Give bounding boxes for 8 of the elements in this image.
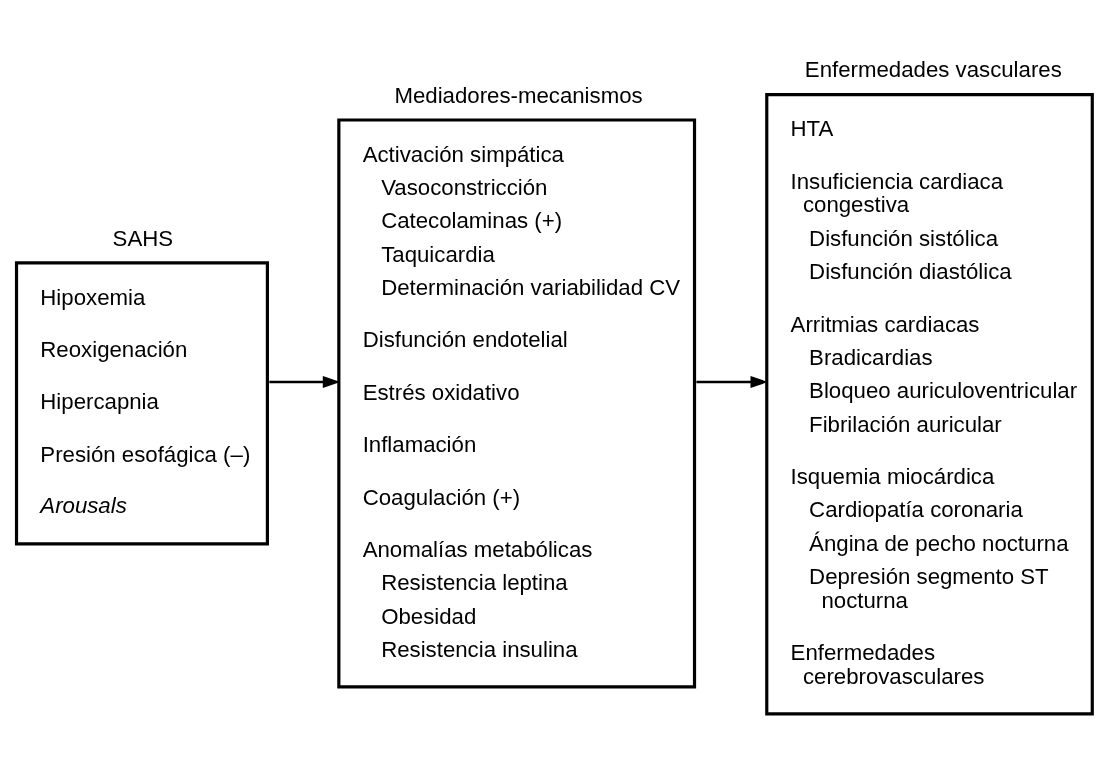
node-box: Hipoxemia Reoxigenación Hipercapnia Presión esofágica (–) Arousals	[14, 261, 269, 546]
node-label: SAHS	[112, 225, 174, 251]
arrow	[696, 375, 768, 389]
node-label: Mediadores-mecanismos	[394, 82, 643, 108]
node-label: Enfermedades vasculares	[804, 57, 1062, 83]
node-box: HTA Insuficiencia cardiaca congestiva Disfunción sistólica Disfunción diastólica Arritmias cardiacas Bradicardias Bloqueo auriculoventricular Fibrilación auricular Isquemia miocárdica Cardiopatía coronaria Ángina de pecho nocturna Depresión segmento ST nocturna Enfermedades cerebrovasculares	[765, 93, 1094, 716]
node-box: Activación simpática Vasoconstricción Catecolaminas (+) Taquicardia Determinación variabilidad CV Disfunción endotelial Estrés oxidativo Inflamación Coagulación (+) Anomalías metabólicas Resistencia leptina Obesidad Resistencia insulina	[337, 118, 697, 689]
arrow	[269, 375, 341, 389]
